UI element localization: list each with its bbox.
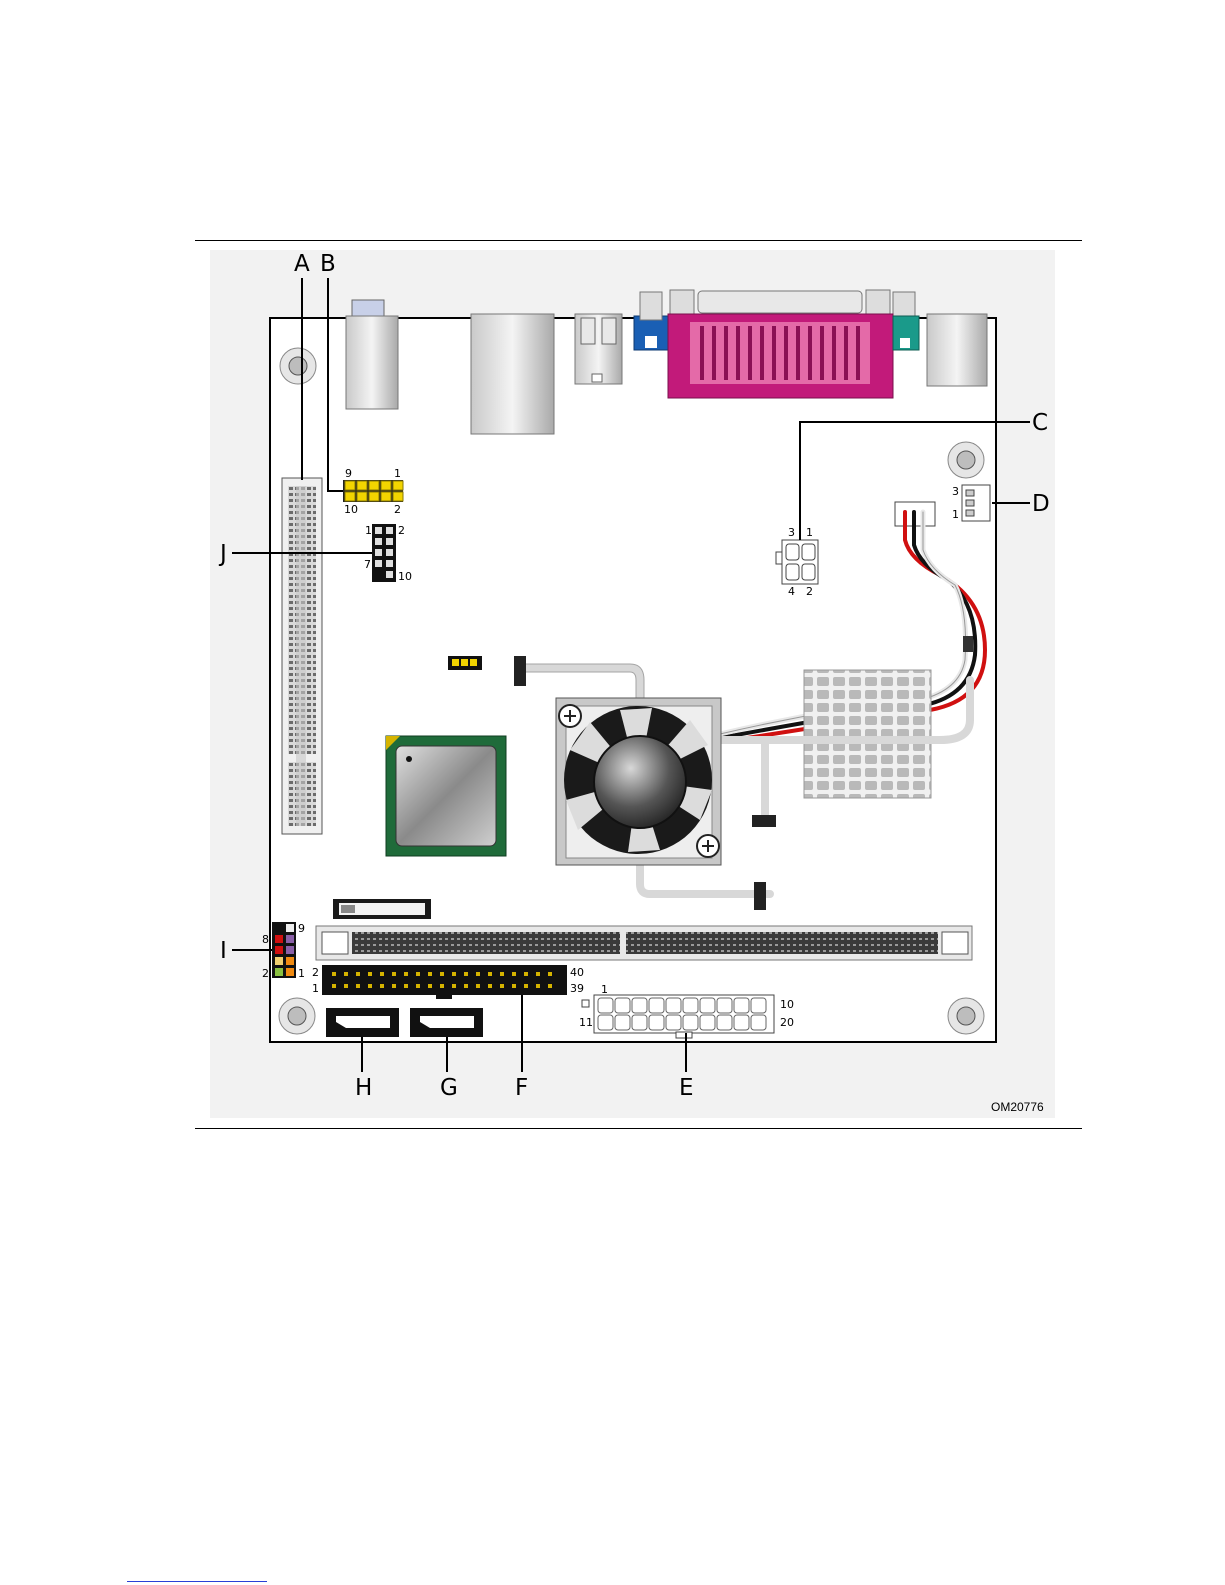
pin-label: 1 (952, 508, 959, 521)
pin-label: 1 (312, 982, 319, 995)
screw-icon (559, 705, 581, 727)
figure-id: OM20776 (991, 1100, 1044, 1114)
pin-label: 40 (570, 966, 584, 979)
pin-label: 20 (780, 1016, 794, 1029)
pin-label: 9 (298, 922, 305, 935)
footer-link-underline (127, 1581, 267, 1582)
callout-d: D (1032, 491, 1050, 517)
cable-clip (963, 636, 973, 652)
pin-label: 2 (398, 524, 405, 537)
retention-clip (754, 882, 766, 910)
lan-usb-connector (471, 314, 554, 434)
jumper-block (448, 656, 482, 670)
memory-dimm-slot (316, 926, 972, 960)
pin-label: 2 (312, 966, 319, 979)
pin-label: 39 (570, 982, 584, 995)
processor-fan-heatsink (556, 698, 721, 865)
callout-c: C (1032, 410, 1048, 436)
callout-b: B (320, 251, 336, 277)
pin-label: 3 (788, 526, 795, 539)
front-panel-header-i (272, 922, 296, 978)
callout-j: J (218, 541, 227, 567)
pin-label: 1 (365, 524, 372, 537)
callout-e: E (679, 1075, 694, 1101)
pin-label: 9 (345, 467, 352, 480)
pin-label: 1 (394, 467, 401, 480)
pin-label: 10 (344, 503, 358, 516)
retention-clip (752, 815, 776, 827)
screw-icon (697, 835, 719, 857)
pin-label: 1 (298, 967, 305, 980)
callout-i: I (220, 938, 227, 964)
pin-label: 10 (780, 998, 794, 1011)
callout-a: A (294, 251, 310, 277)
callout-h: H (355, 1075, 372, 1101)
serial-connector (927, 314, 987, 386)
usb-header-j (372, 524, 396, 582)
pin-label: 7 (364, 558, 371, 571)
parallel-port-connector (640, 290, 915, 398)
callout-g: G (440, 1075, 458, 1101)
processor-power-connector-c (776, 540, 818, 584)
pin-label: 10 (398, 570, 412, 583)
sata-connector-g (410, 1008, 483, 1037)
front-panel-header-b (343, 480, 403, 502)
pin-label: 1 (601, 983, 608, 996)
callout-f: F (515, 1075, 528, 1101)
fan-header-d (962, 485, 990, 521)
pin-label: 2 (394, 503, 401, 516)
pin-label: 8 (262, 933, 269, 946)
battery (333, 899, 431, 919)
ps2-connector (893, 316, 919, 350)
audio-jack-connector (346, 300, 398, 409)
mounting-hole-icon (948, 998, 984, 1034)
chipset-heatsink (804, 670, 931, 798)
pin-label: 11 (579, 1016, 593, 1029)
pin-label: 4 (788, 585, 795, 598)
retention-clip (514, 656, 526, 686)
pin-label: 3 (952, 485, 959, 498)
usb-connector (575, 314, 622, 384)
ide-connector-f (322, 965, 567, 999)
pin-label: 1 (806, 526, 813, 539)
pin-label: 2 (262, 967, 269, 980)
mounting-hole-icon (279, 998, 315, 1034)
pci-slot (282, 478, 322, 834)
pin-label: 2 (806, 585, 813, 598)
sata-connector-h (326, 1008, 399, 1037)
mounting-hole-icon (948, 442, 984, 478)
processor-chip (386, 736, 506, 856)
vga-connector (634, 316, 668, 350)
mounting-hole-icon (280, 348, 316, 384)
main-power-connector-e (582, 995, 774, 1038)
